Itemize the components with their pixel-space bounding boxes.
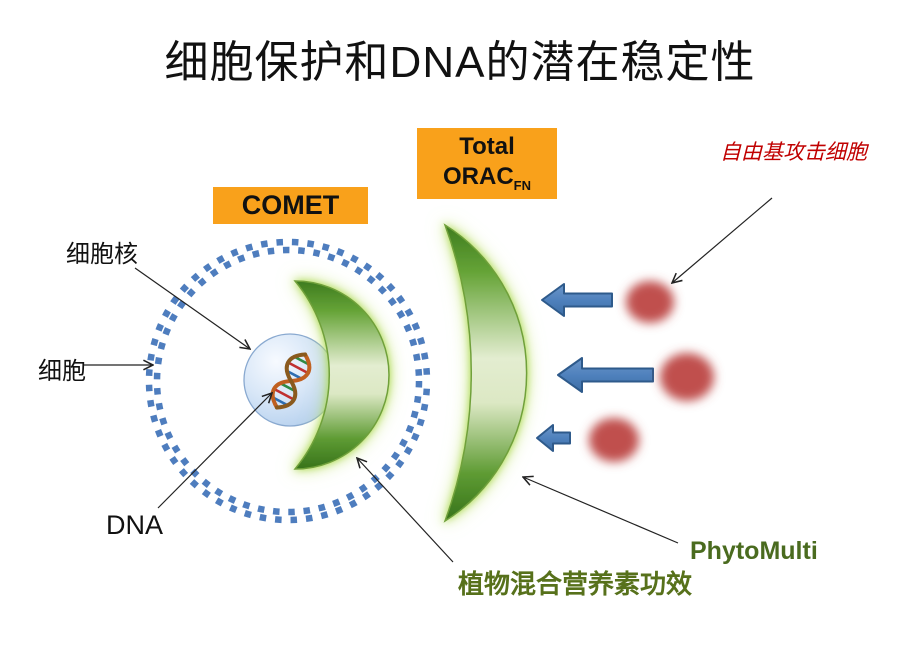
total-orac-badge: Total ORACFN — [417, 128, 557, 199]
annotation-arrow-dna — [157, 393, 272, 509]
phytomulti-label: PhytoMulti — [690, 537, 818, 565]
orac-line1: Total — [459, 133, 515, 161]
annotation-arrow-nucleus — [134, 267, 250, 349]
outer-shield-crescent — [443, 223, 528, 523]
comet-badge-label: COMET — [241, 190, 340, 220]
orac-subscript: FN — [513, 178, 531, 194]
annotation-arrow-inner-shield — [357, 458, 454, 563]
block-arrow-left-middle — [557, 357, 654, 393]
phytonutrient-effect-label: 植物混合营养素功效 — [458, 569, 693, 599]
inner-shield-crescent — [293, 280, 390, 470]
orac-main: ORAC — [442, 163, 514, 191]
free-radical-dots — [589, 281, 714, 462]
free-radicals-label: 自由基攻击细胞 — [720, 141, 867, 164]
block-arrow-left-top — [541, 283, 613, 317]
free-radical-dot — [660, 353, 714, 401]
cell-nucleus-label: 细胞核 — [66, 241, 138, 268]
cell-label: 细胞 — [38, 358, 86, 385]
free-radical-dot — [589, 418, 639, 462]
cell-membrane-ring — [145, 238, 431, 524]
orac-line2: ORACFN — [443, 162, 531, 194]
comet-badge: COMET — [213, 187, 368, 224]
page-title: 细胞保护和DNA的潜在稳定性 — [164, 38, 756, 87]
block-arrow-left-bottom — [536, 424, 571, 452]
annotation-arrow-free-radical — [672, 197, 773, 283]
dna-label: DNA — [106, 510, 164, 540]
annotation-arrow-outer-shield — [523, 477, 679, 544]
dna-helix-icon — [270, 352, 312, 410]
free-radical-dot — [626, 281, 674, 323]
